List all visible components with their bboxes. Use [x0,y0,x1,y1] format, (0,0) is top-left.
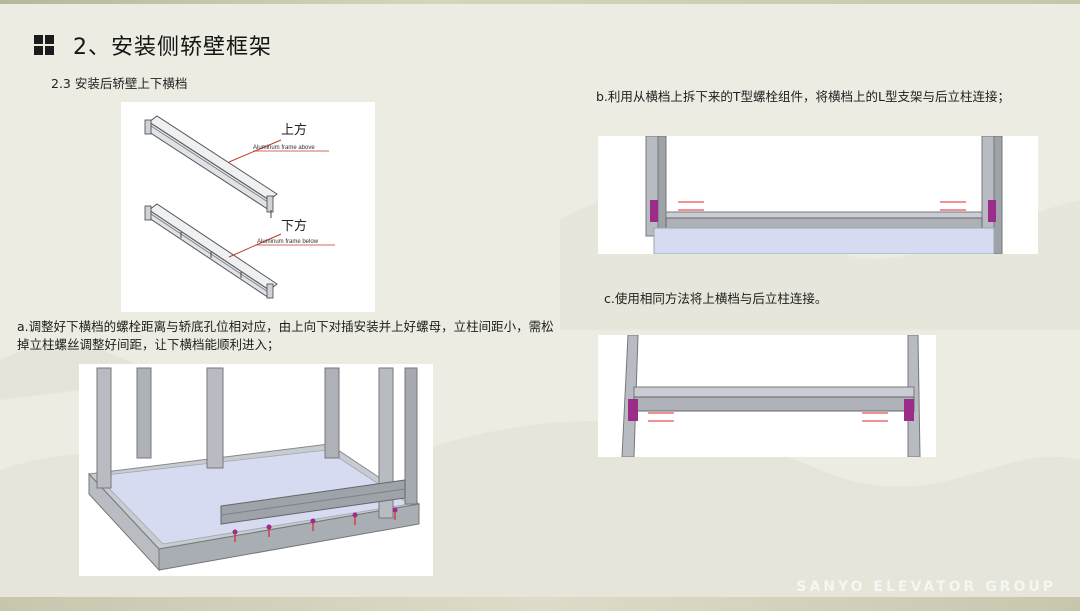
lower-rail-drawing [144,203,278,299]
bolt-markers [232,507,398,542]
upper-label-en: Aluminum frame above [253,145,315,151]
upper-bar-connection-figure [598,335,936,457]
step-c-text: c.使用相同方法将上横档与后立柱连接。 [604,291,828,306]
upper-label-cn: 上方 [281,122,307,138]
footer-brand: SANYO ELEVATOR GROUP [796,579,1056,595]
step-a-text: a.调整好下横档的螺栓距离与轿底孔位相对应，由上向下对插安装并上好螺母，立柱间距… [17,319,554,352]
section-subtitle: 2.3 安装后轿壁上下横档 [51,76,188,91]
grid-icon [34,35,54,55]
top-rule [0,0,1080,4]
page-title: 2、安装侧轿壁框架 [73,35,272,60]
bottom-rule [0,597,1080,611]
step-b-text: b.利用从横档上拆下来的T型螺栓组件，将横档上的L型支架与后立柱连接； [596,89,1011,104]
upper-rail-drawing [144,115,278,218]
title-bar: 2、安装侧轿壁框架 [34,29,272,61]
lower-bar-connection-figure [598,136,1038,254]
rails-figure: 上方 Aluminum frame above 下方 Aluminum fram… [121,102,375,312]
lower-label-en: Aluminum frame below [257,239,319,245]
car-frame-figure [79,364,433,576]
lower-label-cn: 下方 [281,218,307,234]
